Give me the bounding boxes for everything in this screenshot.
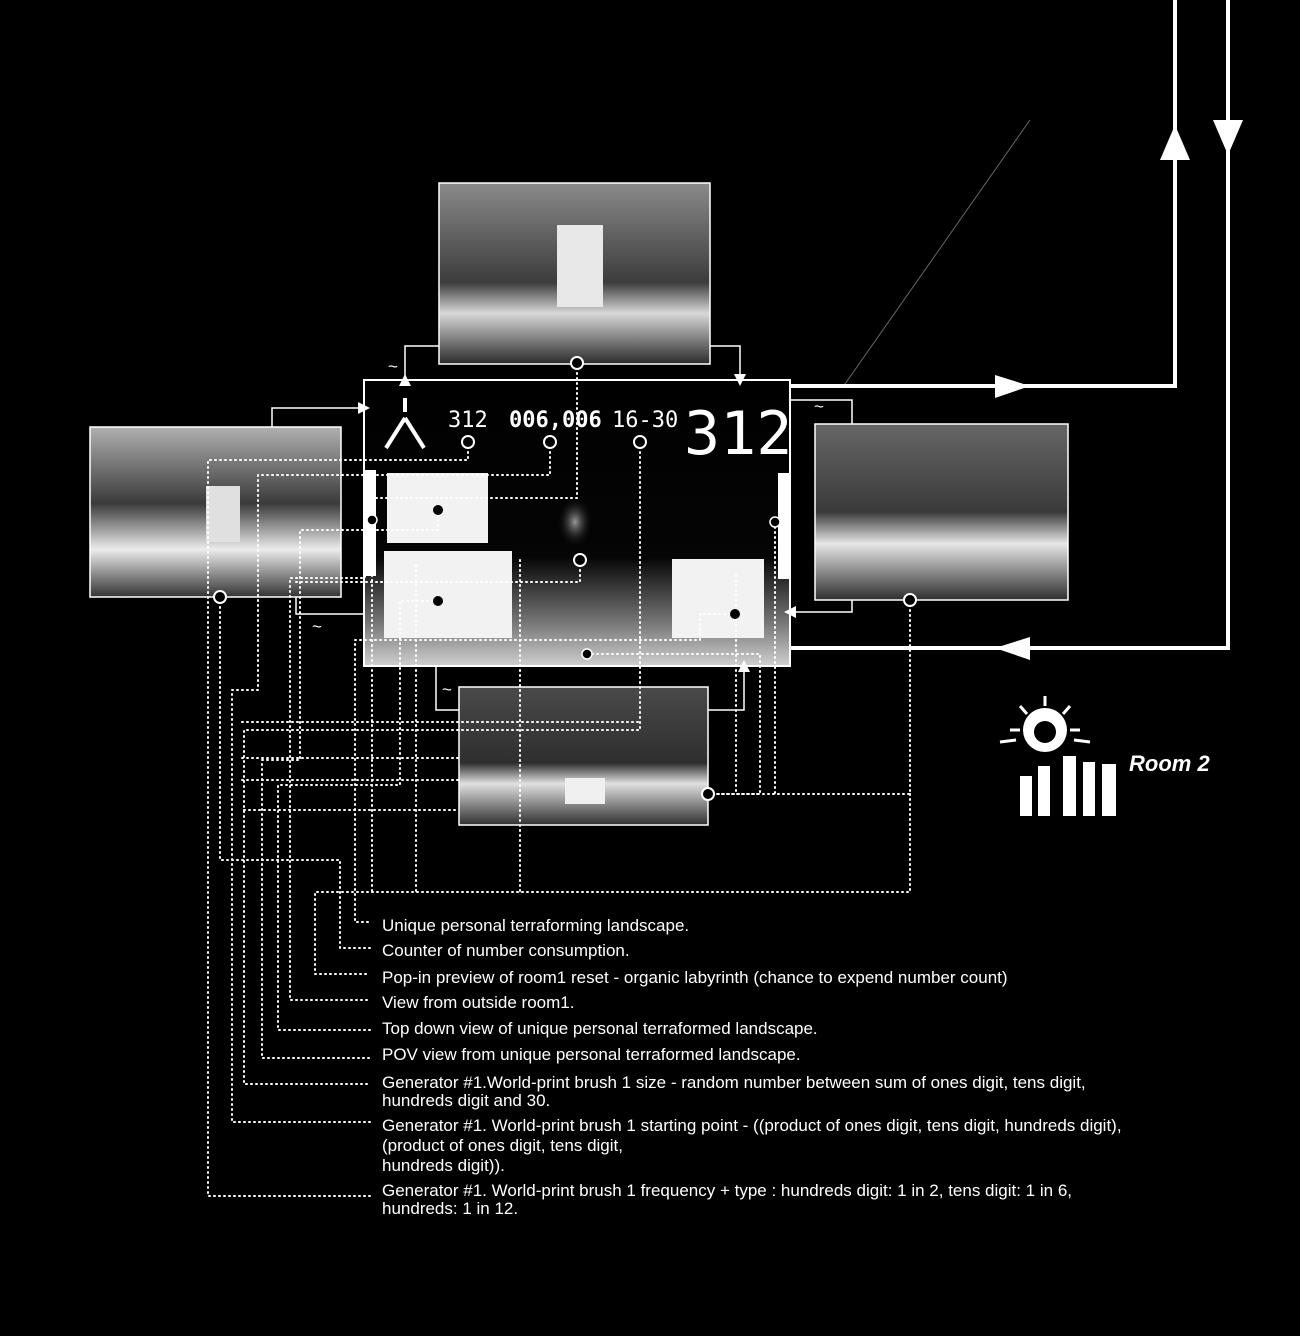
svg-text:~: ~	[312, 617, 322, 636]
door-icon	[557, 225, 603, 307]
anchor-dots	[213, 356, 917, 801]
left-panel-view	[89, 426, 342, 598]
legend-label: Pop-in preview of room1 reset - organic …	[382, 968, 1008, 987]
legend-label: hundreds digit)).	[382, 1156, 505, 1175]
panel-connectors	[271, 345, 853, 711]
hud-block	[672, 559, 764, 638]
legend-label: Generator #1. World-print brush 1 starti…	[382, 1116, 1122, 1135]
legend-label: (product of ones digit, tens digit,	[382, 1136, 623, 1155]
svg-text:~: ~	[814, 397, 824, 416]
legend-label: Top down view of unique personal terrafo…	[382, 1019, 818, 1038]
room-title: Room 2	[1129, 751, 1210, 776]
legend-label: hundreds digit and 30.	[382, 1091, 550, 1110]
flow-arrowheads	[995, 120, 1243, 660]
legend-label: hundreds: 1 in 12.	[382, 1199, 518, 1218]
leader-lines	[207, 362, 911, 1197]
legend-labels: Unique personal terraforming landscape. …	[382, 916, 1122, 1218]
tilde-marks: ~ ~ ~ ~	[312, 357, 824, 699]
door-icon	[565, 778, 605, 804]
top-panel-view	[438, 182, 711, 365]
legend-label: POV view from unique personal terraforme…	[382, 1045, 801, 1064]
legend-label: Generator #1. World-print brush 1 freque…	[382, 1181, 1072, 1200]
legend-label: Unique personal terraforming landscape.	[382, 916, 689, 935]
hud-counter: 006,006	[509, 408, 602, 433]
right-panel-view	[814, 423, 1069, 601]
bar-icon	[1020, 756, 1116, 816]
sun-icon	[999, 696, 1091, 752]
hud-number-a: 312	[448, 408, 488, 433]
bottom-panel-view	[458, 686, 709, 826]
hud-block	[384, 551, 512, 638]
hud-range: 16-30	[612, 408, 678, 433]
hud-side-bar	[778, 473, 790, 579]
door-icon	[206, 486, 240, 542]
legend-label: Counter of number consumption.	[382, 941, 630, 960]
svg-text:~: ~	[442, 680, 452, 699]
hud-big-number: 312	[684, 399, 792, 469]
main-hud-panel: 312 006,006 16-30 312	[363, 379, 792, 667]
walker-icon	[384, 398, 426, 450]
legend-label: Generator #1.World-print brush 1 size - …	[382, 1073, 1086, 1092]
room-logo: Room 2	[999, 696, 1210, 816]
legend-label: View from outside room1.	[382, 993, 574, 1012]
svg-text:~: ~	[388, 357, 398, 376]
